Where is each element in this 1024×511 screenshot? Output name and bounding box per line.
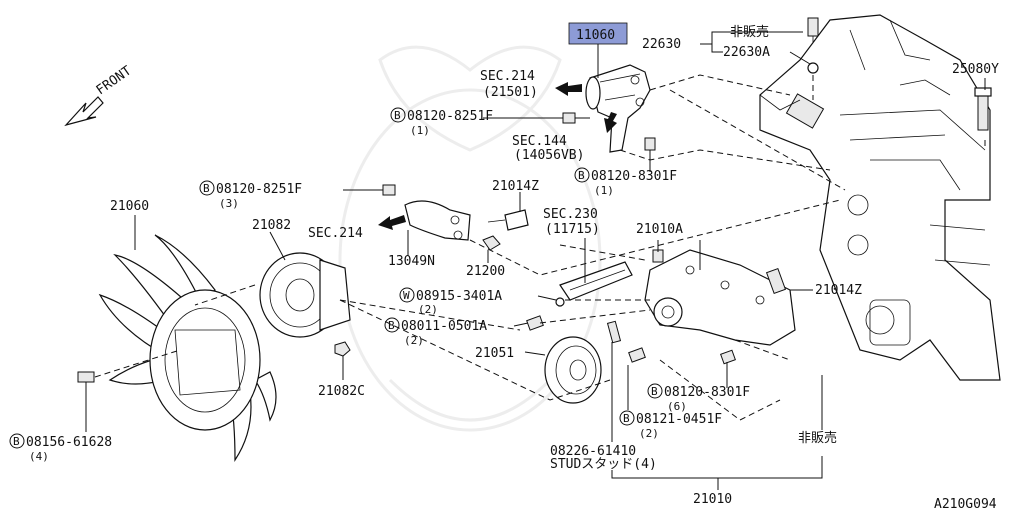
bolt-marker-icon: B: [384, 317, 400, 333]
water-outlet-11060: [585, 64, 651, 153]
spark-plug-25080Y: [974, 87, 992, 131]
bolt-marker-icon: B: [619, 410, 635, 426]
label-22630: 22630: [642, 37, 681, 52]
label-08156-61628-qty: (4): [29, 450, 49, 463]
bolt-08120-8301F-top: [644, 137, 656, 160]
label-21060: 21060: [110, 199, 149, 214]
svg-text:B: B: [623, 412, 630, 425]
svg-text:B: B: [651, 385, 658, 398]
bolt-08121-0451F: [628, 347, 646, 363]
label-08120-8251F-left: 08120-8251F: [216, 182, 302, 197]
label-21200: 21200: [466, 264, 505, 279]
svg-text:B: B: [578, 169, 585, 182]
drawing-code: A210G094: [934, 497, 997, 511]
front-arrow-icon: [64, 96, 104, 127]
cooling-fan-21060: [98, 234, 277, 462]
label-21014Z-top: 21014Z: [492, 179, 539, 194]
label-sec214-top: SEC.214: [480, 69, 535, 84]
part-21200: [482, 235, 501, 251]
label-front: FRONT: [94, 63, 135, 98]
label-25080Y: 25080Y: [952, 62, 999, 77]
bolt-marker-icon: B: [574, 167, 590, 183]
label-11060: 11060: [576, 28, 615, 43]
label-hanbai-lower: 非販売: [798, 430, 837, 446]
bolt-08120-8251F-top: [562, 112, 590, 124]
bolt-08011-0501A: [526, 315, 544, 331]
assembly-dashed-lines: [94, 74, 986, 421]
label-21010: 21010: [693, 492, 732, 507]
label-sec144: SEC.144: [512, 134, 567, 149]
bolt-08120-8251F-left: [382, 184, 396, 196]
washer-08915-3401A: [555, 297, 565, 307]
engine-block: [759, 14, 1001, 381]
washer-marker-icon: W: [399, 287, 415, 303]
label-sec144-sub: (14056VB): [514, 148, 584, 163]
label-08226-61410: 08226-61410: [550, 444, 636, 459]
svg-text:B: B: [203, 182, 210, 195]
label-08120-8301F-low-qty: (6): [667, 400, 687, 413]
pulley-21051: [544, 336, 602, 404]
label-08120-8301F-top: 08120-8301F: [591, 169, 677, 184]
label-08120-8251F-top: 08120-8251F: [407, 109, 493, 124]
label-stud: STUDスタッド(4): [550, 457, 657, 472]
water-pump-21010: [644, 249, 796, 346]
bolt-08120-8301F-low: [720, 349, 736, 365]
label-08011-0501A: 08011-0501A: [401, 319, 487, 334]
label-08915-3401A: 08915-3401A: [416, 289, 502, 304]
highlight-box-11060: [568, 22, 628, 45]
fan-clutch-21082: [259, 252, 351, 338]
svg-text:B: B: [13, 435, 20, 448]
leader-lines: [85, 31, 986, 490]
svg-text:B: B: [388, 319, 395, 332]
label-08011-0501A-qty: (2): [404, 334, 424, 347]
label-21051: 21051: [475, 346, 514, 361]
label-sec230: SEC.230: [543, 207, 598, 222]
label-13049N: 13049N: [388, 254, 435, 269]
bracket-sec230: [559, 261, 633, 301]
stud-08226-61410: [606, 320, 622, 344]
label-08121-0451F: 08121-0451F: [636, 412, 722, 427]
label-08120-8251F-left-qty: (3): [219, 197, 239, 210]
label-21010A: 21010A: [636, 222, 683, 237]
bolt-marker-icon: B: [199, 180, 215, 196]
water-inlet-13049N: [404, 200, 471, 241]
bolt-08156-61628: [77, 371, 95, 383]
label-sec214-top-sub: (21501): [483, 85, 538, 100]
label-21014Z-right: 21014Z: [815, 283, 862, 298]
bolt-marker-icon: B: [647, 383, 663, 399]
label-22630-hanbai: 非販売: [730, 24, 769, 40]
bolt-marker-icon: B: [390, 107, 406, 123]
label-08156-61628: 08156-61628: [26, 435, 112, 450]
sensor-22630: [807, 17, 819, 74]
label-08120-8301F-top-qty: (1): [594, 184, 614, 197]
label-08120-8251F-top-qty: (1): [410, 124, 430, 137]
label-sec214-left: SEC.214: [308, 226, 363, 241]
nut-21082C: [334, 341, 351, 357]
svg-text:W: W: [403, 289, 410, 302]
sec-arrow-icons: [378, 82, 617, 230]
bolt-marker-icon: B: [9, 433, 25, 449]
label-08120-8301F-low: 08120-8301F: [664, 385, 750, 400]
label-22630A: 22630A: [723, 45, 770, 60]
label-sec230-sub: (11715): [545, 222, 600, 237]
label-08121-0451F-qty: (2): [639, 427, 659, 440]
svg-text:B: B: [394, 109, 401, 122]
label-21082C: 21082C: [318, 384, 365, 399]
label-08915-3401A-qty: (2): [418, 303, 438, 316]
sensor-21014Z-top: [487, 209, 529, 231]
label-21082: 21082: [252, 218, 291, 233]
